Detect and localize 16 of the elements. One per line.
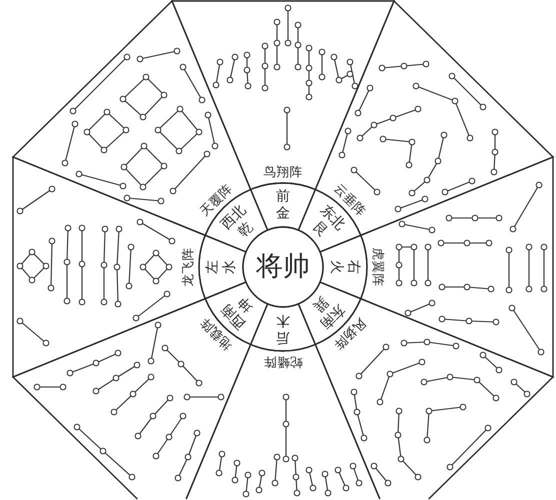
direction-label: 右 (345, 260, 361, 274)
element-label: 木 (276, 312, 290, 328)
formation-name: 鸟翔阵 (264, 165, 302, 179)
element-label: 艮 (310, 219, 331, 240)
direction-label: 左 (205, 260, 221, 274)
element-label: 水 (222, 260, 238, 274)
element-label: 坤 (235, 294, 256, 315)
direction-label: 后 (276, 329, 290, 345)
formation-name: 蛇蟠阵 (264, 355, 302, 369)
formation-name: 虎翼阵 (371, 248, 385, 286)
center-label: 将帅 (256, 252, 310, 282)
element-label: 巽 (310, 294, 331, 315)
direction-label: 前 (276, 189, 290, 205)
formation-name: 龙飞阵 (181, 248, 195, 286)
element-label: 金 (276, 206, 290, 222)
element-label: 火 (328, 260, 344, 274)
